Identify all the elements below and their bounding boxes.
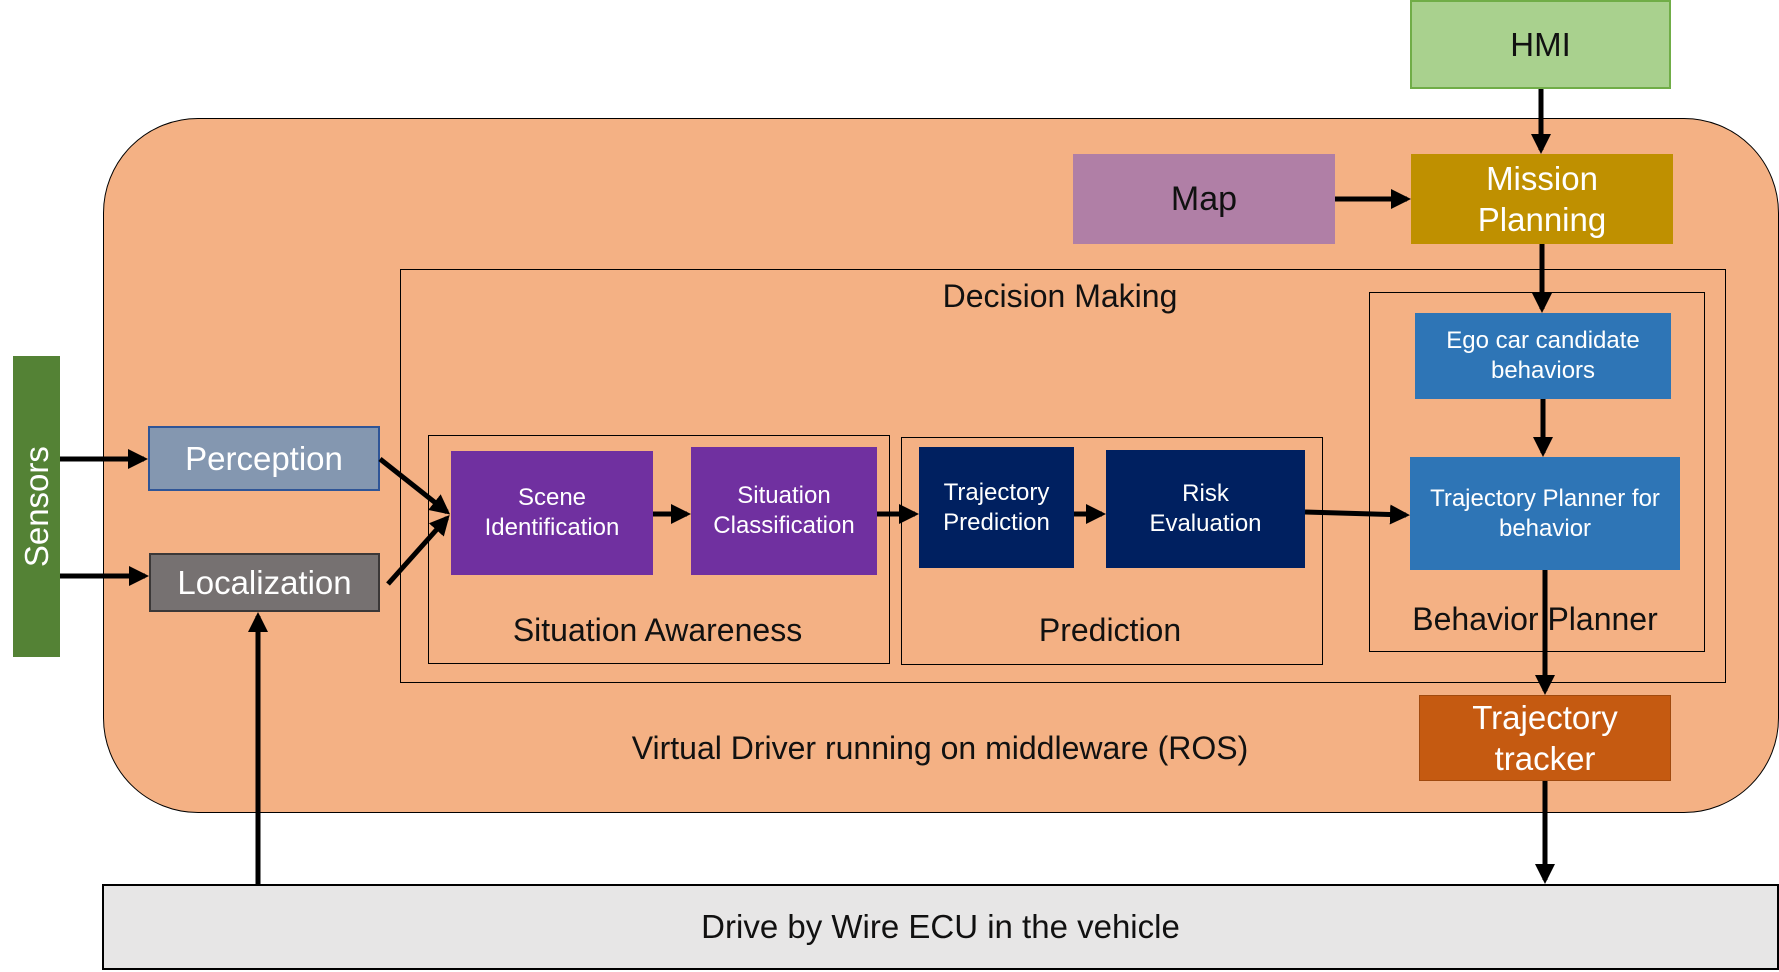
trajectory-planner-box: Trajectory Planner for behavior <box>1410 457 1680 570</box>
map-label: Map <box>1170 179 1238 218</box>
mission-planning-label: Mission Planning <box>1477 159 1607 238</box>
situation-awareness-title: Situation Awareness <box>512 612 803 648</box>
decision-making-title: Decision Making <box>942 278 1178 314</box>
perception-label: Perception <box>185 439 343 477</box>
virtual-driver-label: Virtual Driver running on middleware (RO… <box>631 730 1249 766</box>
hmi-box: HMI <box>1410 0 1671 89</box>
ecu-box: Drive by Wire ECU in the vehicle <box>102 884 1779 970</box>
arrow-risk-to-planner <box>1304 504 1410 525</box>
trajectory-prediction-box: Trajectory Prediction <box>919 447 1074 568</box>
trajectory-planner-label: Trajectory Planner for behavior <box>1430 484 1660 542</box>
ecu-label: Drive by Wire ECU in the vehicle <box>701 908 1180 946</box>
prediction-container <box>901 437 1323 665</box>
arrow-perception-to-scene <box>378 457 451 515</box>
scene-identification-box: Scene Identification <box>451 451 653 575</box>
scene-identification-label: Scene Identification <box>484 484 620 541</box>
localization-label: Localization <box>177 563 352 601</box>
localization-box: Localization <box>149 553 380 612</box>
risk-evaluation-box: Risk Evaluation <box>1106 450 1305 568</box>
situation-awareness-container <box>428 435 890 664</box>
sensors-box: Sensors <box>13 356 60 657</box>
behavior-planner-title: Behavior Planner <box>1412 601 1658 637</box>
arrow-localization-to-scene <box>386 515 450 586</box>
behavior-planner-container <box>1369 292 1705 652</box>
situation-classification-label: Situation Classification <box>713 482 855 539</box>
risk-evaluation-label: Risk Evaluation <box>1149 480 1262 537</box>
situation-classification-box: Situation Classification <box>691 447 877 575</box>
prediction-title: Prediction <box>1038 612 1182 648</box>
ego-candidate-label: Ego car candidate behaviors <box>1446 327 1640 384</box>
ego-candidate-box: Ego car candidate behaviors <box>1415 313 1671 399</box>
map-box: Map <box>1073 154 1335 244</box>
mission-planning-box: Mission Planning <box>1411 154 1673 244</box>
trajectory-prediction-label: Trajectory Prediction <box>943 478 1050 536</box>
trajectory-tracker-box: Trajectory tracker <box>1419 695 1671 781</box>
perception-box: Perception <box>148 426 380 491</box>
hmi-label: HMI <box>1510 25 1571 63</box>
trajectory-tracker-label: Trajectory tracker <box>1472 698 1618 777</box>
